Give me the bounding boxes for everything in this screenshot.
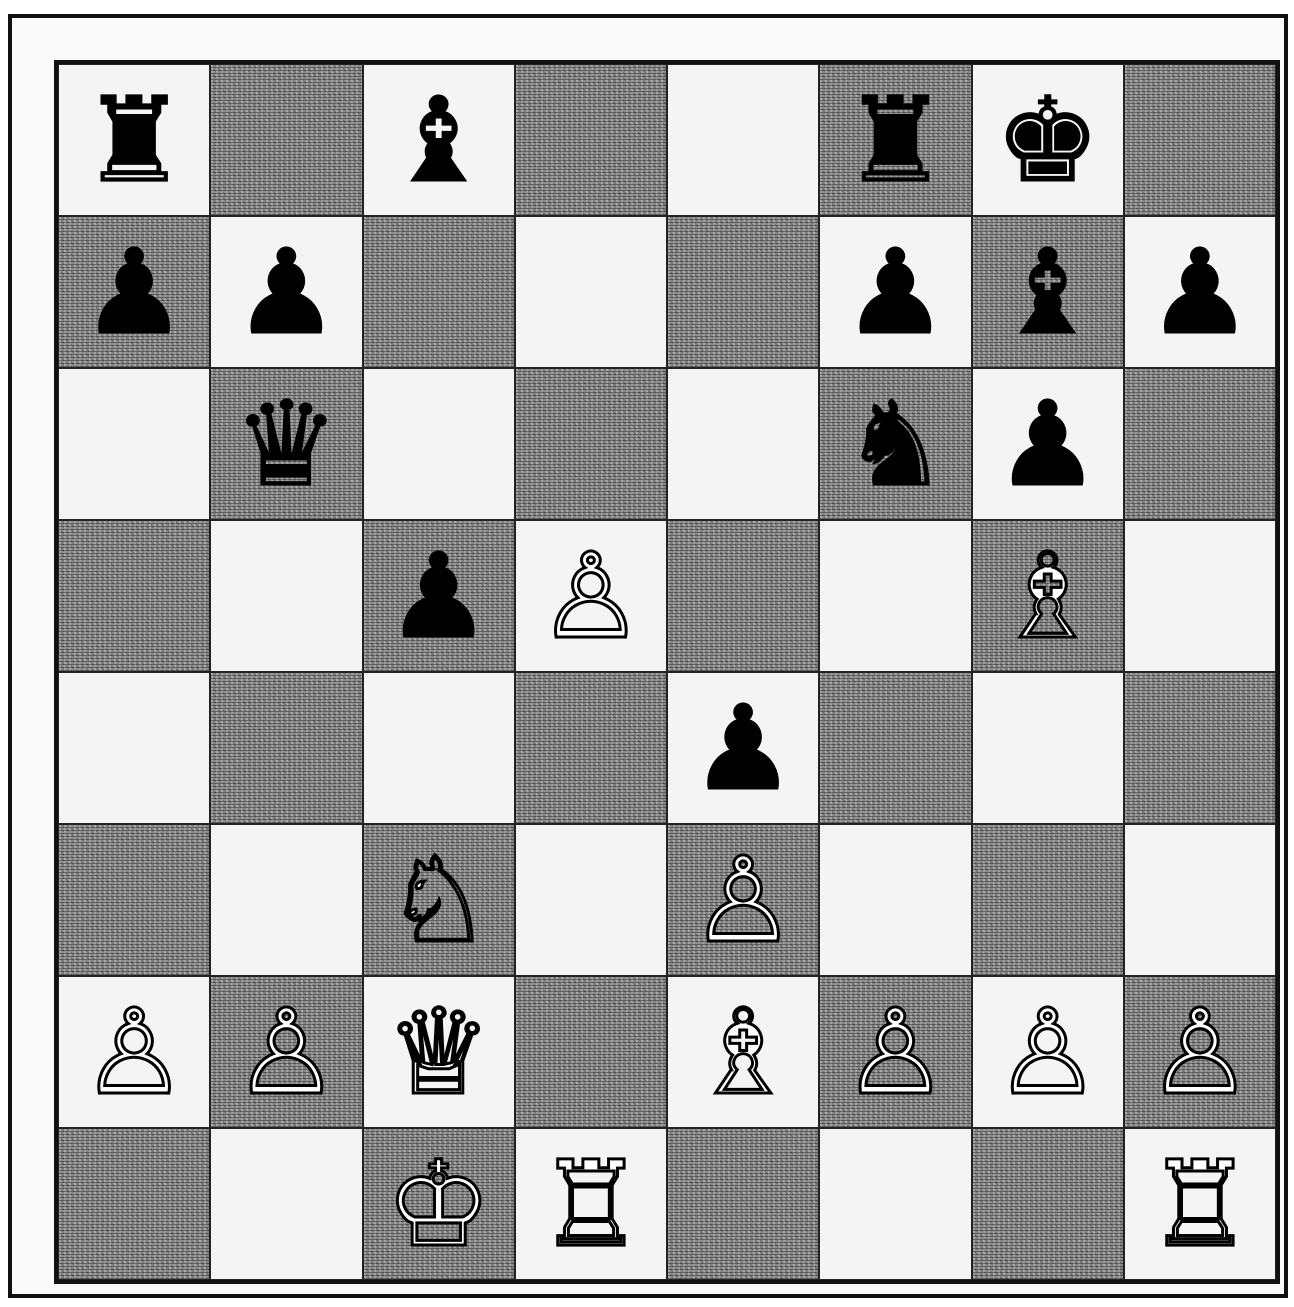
- square-a2[interactable]: ♙: [58, 976, 210, 1128]
- square-h8[interactable]: [1124, 64, 1276, 216]
- square-e6[interactable]: [667, 368, 819, 520]
- black-pawn-icon[interactable]: ♟: [690, 689, 796, 807]
- white-pawn-icon[interactable]: ♙: [538, 537, 644, 655]
- white-pawn-icon[interactable]: ♙: [690, 841, 796, 959]
- square-c4[interactable]: [363, 672, 515, 824]
- square-d6[interactable]: [515, 368, 667, 520]
- square-e3[interactable]: ♙: [667, 824, 819, 976]
- square-c1[interactable]: ♔: [363, 1128, 515, 1280]
- square-f8[interactable]: ♜: [819, 64, 971, 216]
- black-bishop-icon[interactable]: ♝: [995, 233, 1101, 351]
- black-pawn-icon[interactable]: ♟: [995, 385, 1101, 503]
- square-c6[interactable]: [363, 368, 515, 520]
- square-h1[interactable]: ♖: [1124, 1128, 1276, 1280]
- square-f2[interactable]: ♙: [819, 976, 971, 1128]
- square-g6[interactable]: ♟: [972, 368, 1124, 520]
- square-e1[interactable]: [667, 1128, 819, 1280]
- square-d8[interactable]: [515, 64, 667, 216]
- square-a3[interactable]: [58, 824, 210, 976]
- square-h5[interactable]: [1124, 520, 1276, 672]
- square-e4[interactable]: ♟: [667, 672, 819, 824]
- black-pawn-icon[interactable]: ♟: [842, 233, 948, 351]
- white-pawn-icon[interactable]: ♙: [81, 993, 187, 1111]
- square-g4[interactable]: [972, 672, 1124, 824]
- black-pawn-icon[interactable]: ♟: [81, 233, 187, 351]
- white-rook-icon[interactable]: ♖: [1147, 1145, 1253, 1263]
- square-b2[interactable]: ♙: [210, 976, 362, 1128]
- white-bishop-icon[interactable]: ♗: [690, 993, 796, 1111]
- black-queen-icon[interactable]: ♛: [233, 385, 339, 503]
- square-d7[interactable]: [515, 216, 667, 368]
- square-a1[interactable]: [58, 1128, 210, 1280]
- white-queen-icon[interactable]: ♕: [386, 993, 492, 1111]
- square-f3[interactable]: [819, 824, 971, 976]
- square-b1[interactable]: [210, 1128, 362, 1280]
- square-c2[interactable]: ♕: [363, 976, 515, 1128]
- square-c7[interactable]: [363, 216, 515, 368]
- square-g2[interactable]: ♙: [972, 976, 1124, 1128]
- square-d3[interactable]: [515, 824, 667, 976]
- square-f5[interactable]: [819, 520, 971, 672]
- black-king-icon[interactable]: ♚: [995, 81, 1101, 199]
- black-pawn-icon[interactable]: ♟: [233, 233, 339, 351]
- white-pawn-icon[interactable]: ♙: [233, 993, 339, 1111]
- square-c8[interactable]: ♝: [363, 64, 515, 216]
- square-d4[interactable]: [515, 672, 667, 824]
- white-pawn-icon[interactable]: ♙: [995, 993, 1101, 1111]
- square-a4[interactable]: [58, 672, 210, 824]
- square-g1[interactable]: [972, 1128, 1124, 1280]
- square-g8[interactable]: ♚: [972, 64, 1124, 216]
- square-b3[interactable]: [210, 824, 362, 976]
- white-rook-icon[interactable]: ♖: [538, 1145, 644, 1263]
- square-g7[interactable]: ♝: [972, 216, 1124, 368]
- black-knight-icon[interactable]: ♞: [842, 385, 948, 503]
- square-f1[interactable]: [819, 1128, 971, 1280]
- square-e5[interactable]: [667, 520, 819, 672]
- square-b8[interactable]: [210, 64, 362, 216]
- square-f4[interactable]: [819, 672, 971, 824]
- square-h3[interactable]: [1124, 824, 1276, 976]
- square-e2[interactable]: ♗: [667, 976, 819, 1128]
- square-d5[interactable]: ♙: [515, 520, 667, 672]
- square-c5[interactable]: ♟: [363, 520, 515, 672]
- square-h2[interactable]: ♙: [1124, 976, 1276, 1128]
- square-a8[interactable]: ♜: [58, 64, 210, 216]
- square-a6[interactable]: [58, 368, 210, 520]
- black-pawn-icon[interactable]: ♟: [386, 537, 492, 655]
- square-b5[interactable]: [210, 520, 362, 672]
- chess-board: ♜ ♝ ♜ ♚ ♟ ♟ ♟ ♝ ♟ ♛ ♞ ♟ ♟ ♙ ♗ ♟ ♘ ♙ ♙ ♙ ♕ ♗ ♙ ♙ ♙ ♔ ♖ ♖: [54, 60, 1280, 1284]
- square-h7[interactable]: ♟: [1124, 216, 1276, 368]
- square-a5[interactable]: [58, 520, 210, 672]
- black-bishop-icon[interactable]: ♝: [386, 81, 492, 199]
- square-b4[interactable]: [210, 672, 362, 824]
- black-pawn-icon[interactable]: ♟: [1147, 233, 1253, 351]
- white-bishop-icon[interactable]: ♗: [995, 537, 1101, 655]
- square-e8[interactable]: [667, 64, 819, 216]
- square-h6[interactable]: [1124, 368, 1276, 520]
- square-d1[interactable]: ♖: [515, 1128, 667, 1280]
- square-d2[interactable]: [515, 976, 667, 1128]
- square-a7[interactable]: ♟: [58, 216, 210, 368]
- square-c3[interactable]: ♘: [363, 824, 515, 976]
- square-f6[interactable]: ♞: [819, 368, 971, 520]
- black-rook-icon[interactable]: ♜: [842, 81, 948, 199]
- white-knight-icon[interactable]: ♘: [386, 841, 492, 959]
- square-b7[interactable]: ♟: [210, 216, 362, 368]
- white-king-icon[interactable]: ♔: [386, 1145, 492, 1263]
- white-pawn-icon[interactable]: ♙: [1147, 993, 1253, 1111]
- diagram-frame: ♜ ♝ ♜ ♚ ♟ ♟ ♟ ♝ ♟ ♛ ♞ ♟ ♟ ♙ ♗ ♟ ♘ ♙ ♙ ♙ ♕ ♗ ♙ ♙ ♙ ♔ ♖ ♖: [8, 14, 1288, 1298]
- square-h4[interactable]: [1124, 672, 1276, 824]
- square-g3[interactable]: [972, 824, 1124, 976]
- white-pawn-icon[interactable]: ♙: [842, 993, 948, 1111]
- square-b6[interactable]: ♛: [210, 368, 362, 520]
- square-e7[interactable]: [667, 216, 819, 368]
- black-rook-icon[interactable]: ♜: [81, 81, 187, 199]
- square-f7[interactable]: ♟: [819, 216, 971, 368]
- square-g5[interactable]: ♗: [972, 520, 1124, 672]
